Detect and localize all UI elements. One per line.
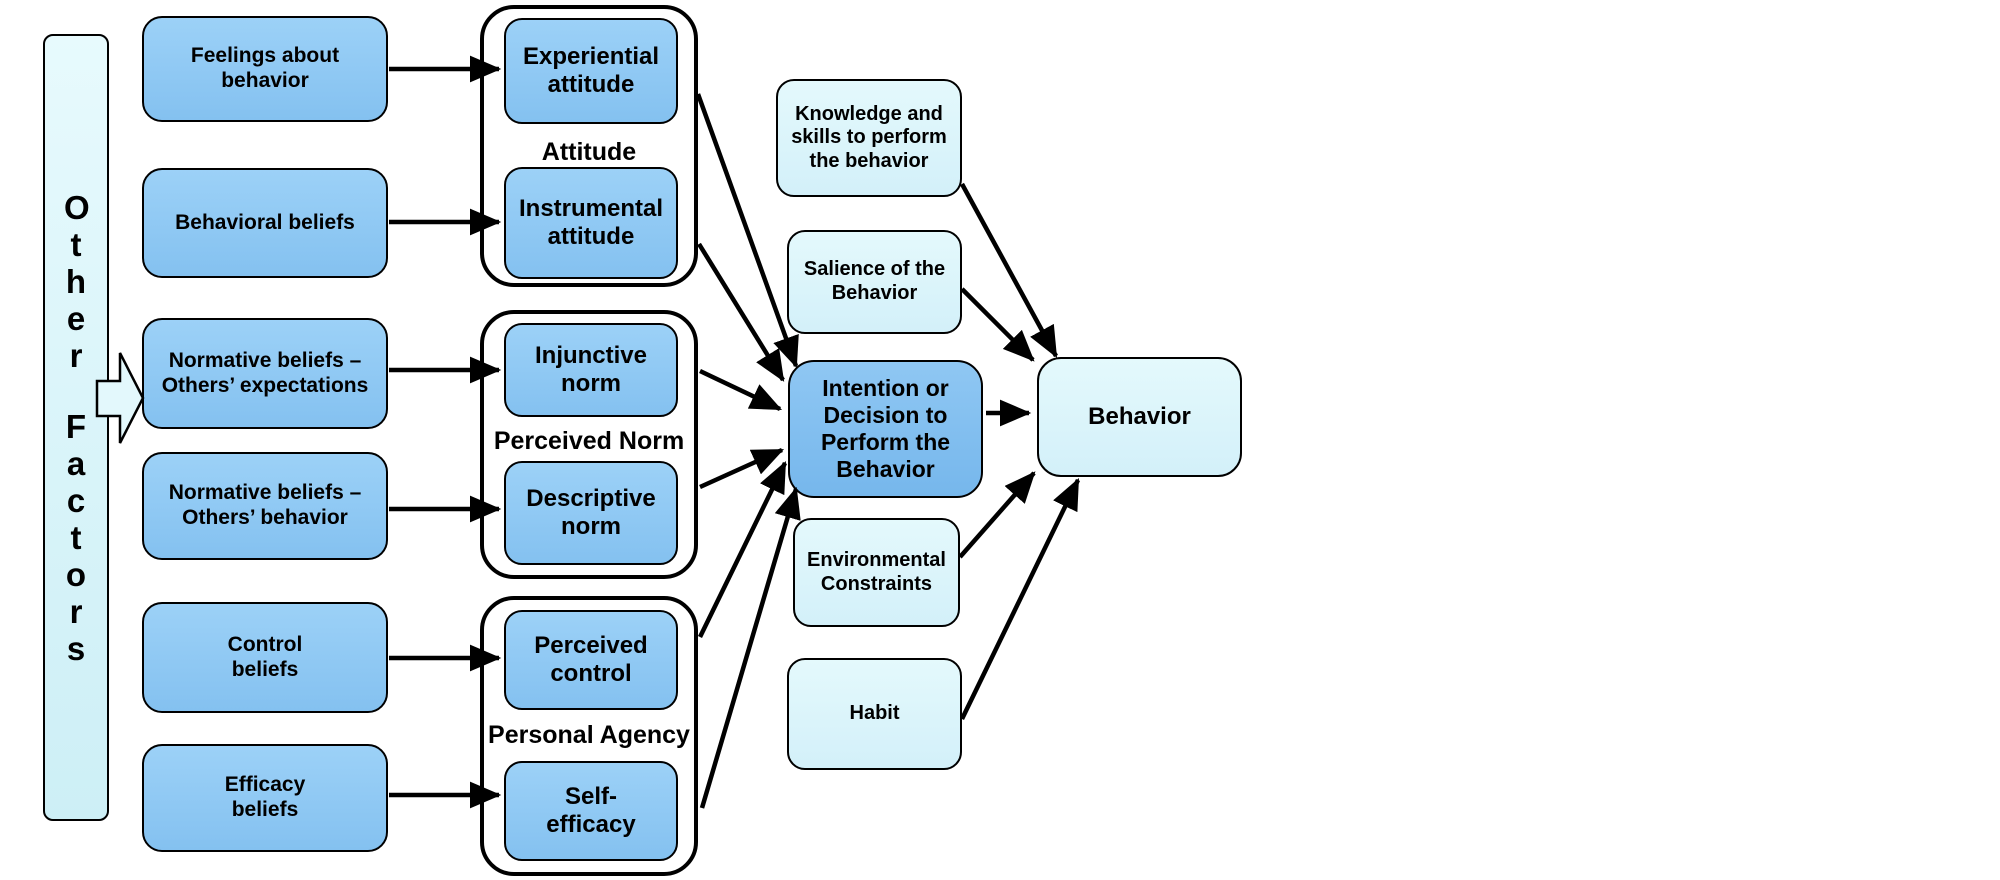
arrow-norm-lower-to-intention <box>699 447 785 490</box>
box-feelings-about-behavior: Feelings about behavior <box>142 16 388 122</box>
box-efficacy-beliefs: Efficacy beliefs <box>142 744 388 852</box>
perceived-norm-group: Injunctive norm Perceived Norm Descripti… <box>480 310 698 579</box>
arrow-knowledge-to-behavior <box>960 182 1058 358</box>
box-behavioral-beliefs: Behavioral beliefs <box>142 168 388 278</box>
box-control-beliefs: Control beliefs <box>142 602 388 713</box>
arrow-agency-upper-to-intention <box>697 460 788 638</box>
arrow-habit-to-behavior <box>959 477 1081 720</box>
box-habit: Habit <box>787 658 962 770</box>
attitude-group: Experiential attitude Attitude Instrumen… <box>480 5 698 287</box>
box-self-efficacy: Self- efficacy <box>504 761 678 861</box>
box-instrumental-attitude: Instrumental attitude <box>504 167 678 279</box>
box-intention-or-decision: Intention or Decision to Perform the Beh… <box>788 360 983 498</box>
other-factors-word-other: Other <box>64 188 90 374</box>
attitude-group-label: Attitude <box>541 138 637 166</box>
other-factors-word-factors: Factors <box>65 407 87 667</box>
arrow-attitude-lower-to-intention <box>697 242 785 382</box>
box-knowledge-and-skills: Knowledge and skills to perform the beha… <box>776 79 962 197</box>
arrow-salience-to-behavior <box>960 287 1035 362</box>
box-injunctive-norm: Injunctive norm <box>504 323 678 417</box>
personal-agency-group: Perceived control Personal Agency Self- … <box>480 596 698 876</box>
perceived-norm-group-label: Perceived Norm <box>493 427 685 455</box>
box-salience-of-behavior: Salience of the Behavior <box>787 230 962 334</box>
box-experiential-attitude: Experiential attitude <box>504 18 678 124</box>
arrow-norm-upper-to-intention <box>699 368 783 412</box>
box-descriptive-norm: Descriptive norm <box>504 461 678 565</box>
box-environmental-constraints: Environmental Constraints <box>793 518 960 627</box>
other-factors-bar: Other Factors <box>43 34 109 821</box>
box-normative-beliefs-behavior: Normative beliefs – Others’ behavior <box>142 452 388 560</box>
box-perceived-control: Perceived control <box>504 610 678 710</box>
arrow-agency-lower-to-intention <box>699 486 801 809</box>
box-normative-beliefs-expectations: Normative beliefs – Others’ expectations <box>142 318 388 429</box>
box-behavior: Behavior <box>1037 357 1242 477</box>
personal-agency-group-label: Personal Agency <box>488 721 690 749</box>
